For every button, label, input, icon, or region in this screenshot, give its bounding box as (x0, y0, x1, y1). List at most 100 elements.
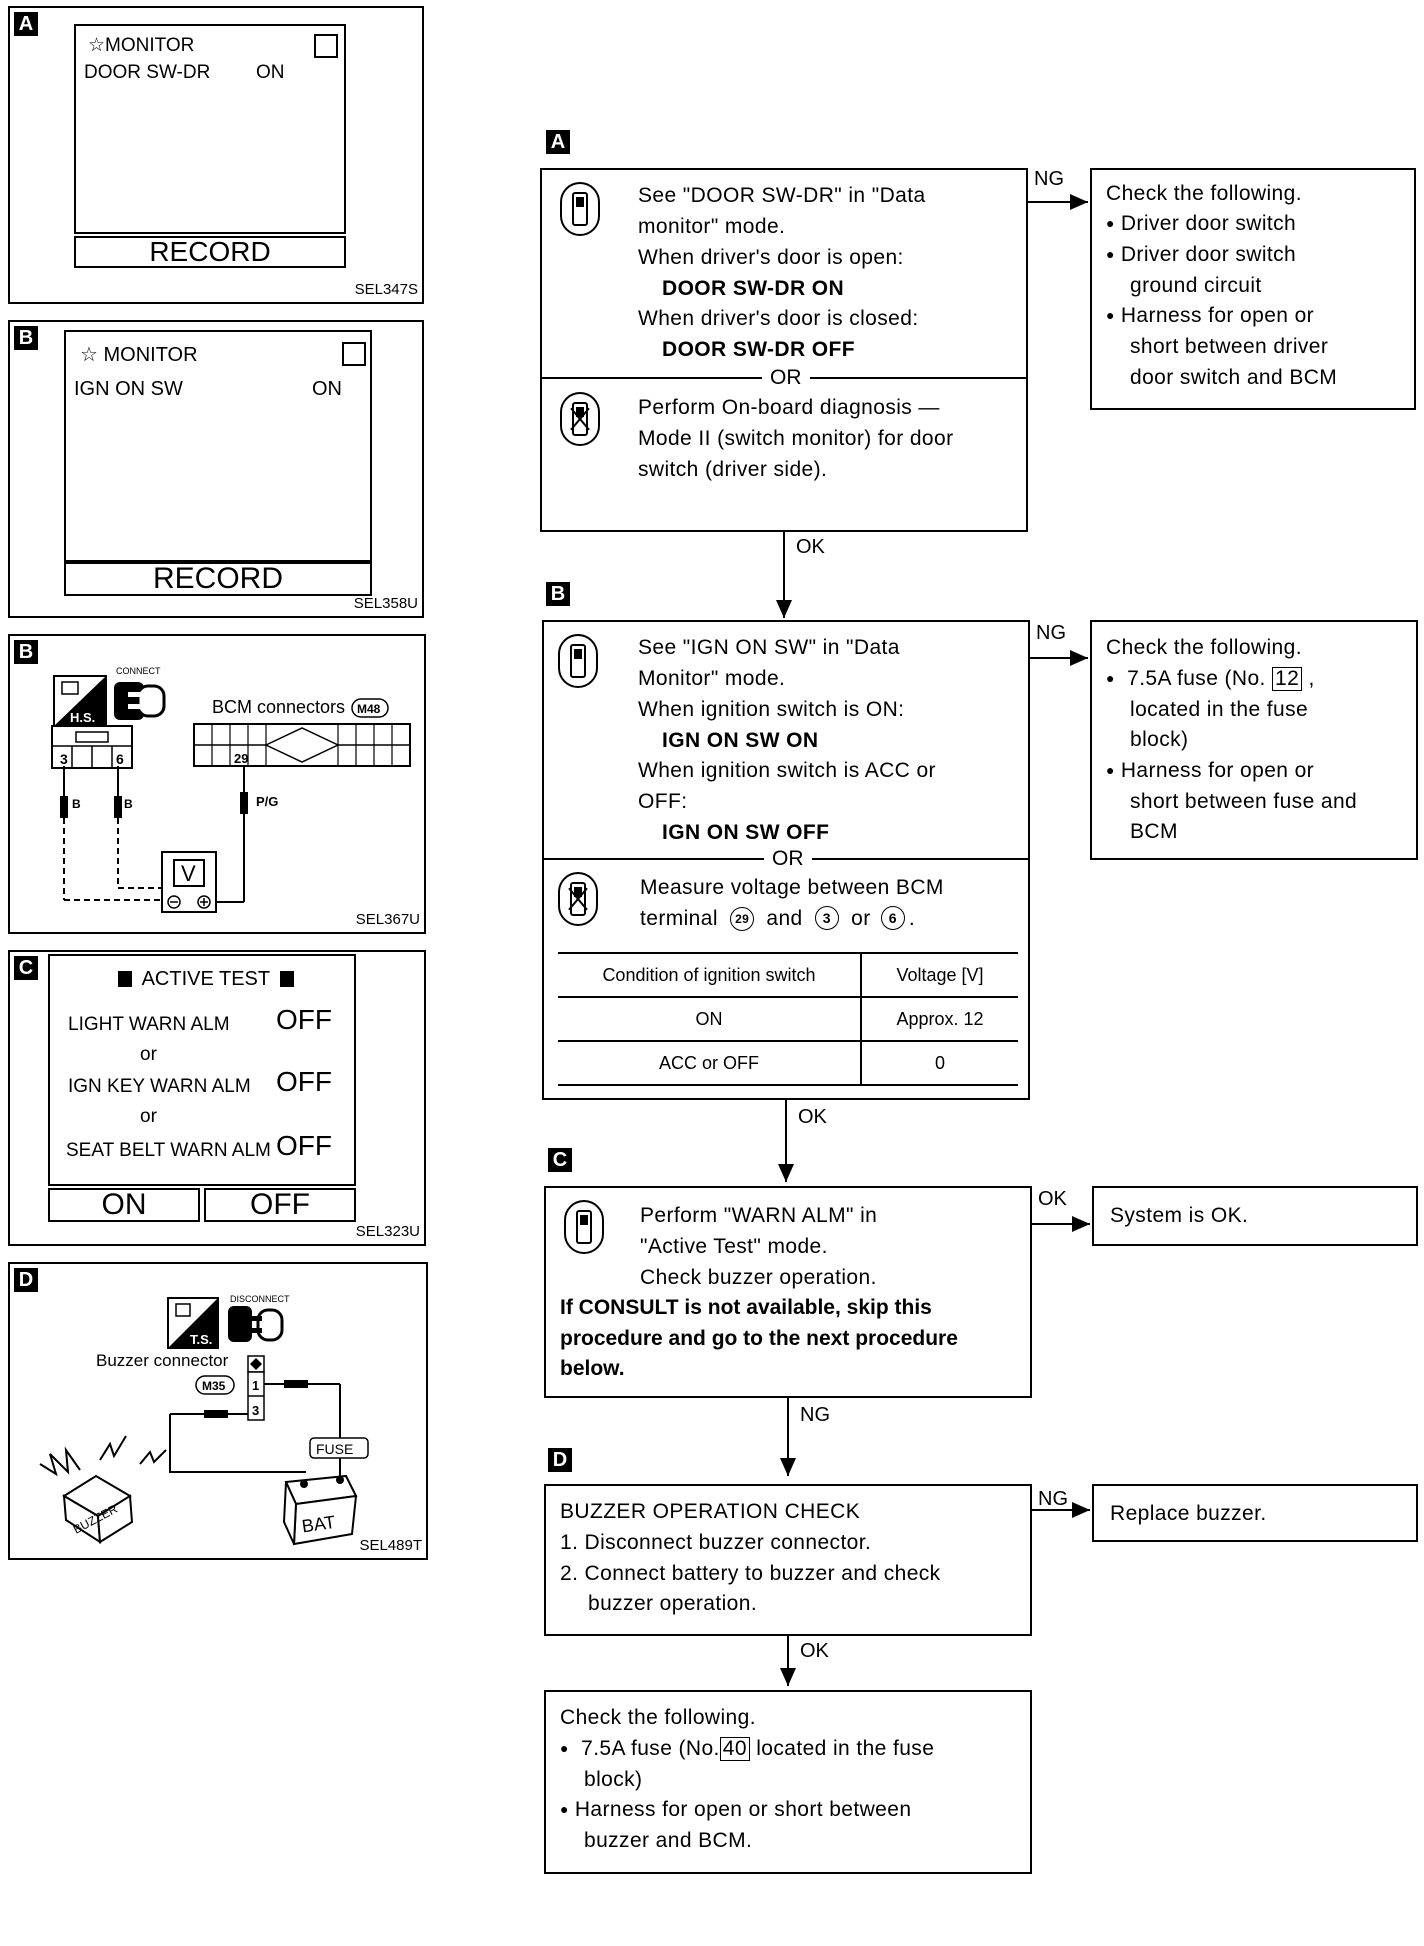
voltage-table: Condition of ignition switch Voltage [V]… (558, 952, 1018, 1086)
ng-line: Harness for open or (1106, 755, 1314, 788)
table-cell: Approx. 12 (861, 997, 1018, 1042)
ts-label: T.S. (190, 1332, 212, 1347)
square-icon (118, 971, 132, 987)
fuse-number-badge: 12 (1272, 667, 1303, 691)
step-d-line: 1. Disconnect buzzer connector. (560, 1531, 872, 1554)
replace-buzzer-box: Replace buzzer. (1092, 1484, 1418, 1542)
step-d-line: buzzer operation. (588, 1592, 758, 1615)
panel-a-tag: A (14, 12, 38, 36)
step-a-alt: switch (driver side). (638, 458, 828, 481)
step-a-box: See "DOOR SW-DR" in "Data monitor" mode.… (540, 168, 1028, 532)
monitor-item-a: DOOR SW-DR (84, 62, 211, 83)
panel-d-code: SEL489T (359, 1537, 422, 1554)
step-a-line: When driver's door is closed: (638, 307, 919, 330)
no-consult-icon (558, 872, 598, 926)
step-a-line: DOOR SW-DR OFF (662, 338, 855, 361)
test-item-label: LIGHT WARN ALM (68, 1014, 230, 1035)
pin-1-label: 1 (252, 1378, 259, 1393)
terminal-29-badge: 29 (730, 907, 755, 931)
ng-line: short between fuse and (1130, 790, 1358, 813)
step-c-bold: procedure and go to the next procedure (560, 1327, 958, 1350)
voltmeter-icon (161, 851, 217, 913)
bcm-conn-code: M48 (357, 702, 381, 716)
ng-line: Driver door switch (1106, 239, 1296, 272)
system-ok-text: System is OK. (1110, 1204, 1249, 1227)
table-header: Condition of ignition switch (558, 953, 862, 998)
panel-c: C ACTIVE TEST LIGHT WARN ALM OFF or IGN … (8, 950, 426, 1246)
ng-label: NG (1038, 1488, 1068, 1510)
ng-label: NG (1034, 168, 1064, 190)
step-a-line: DOOR SW-DR ON (662, 277, 845, 300)
active-test-title: ACTIVE TEST (141, 968, 271, 990)
panel-b1-code: SEL358U (353, 595, 418, 612)
on-button[interactable]: ON (48, 1188, 200, 1222)
terminal-text: terminal (640, 907, 718, 930)
monitor-title-a: ☆MONITOR (88, 35, 195, 56)
wire-b2-label: B (124, 797, 133, 811)
disconnect-label: DISCONNECT (230, 1294, 290, 1304)
step-d-line: BUZZER OPERATION CHECK (560, 1500, 861, 1523)
table-cell: ON (558, 997, 862, 1042)
checkbox-b[interactable] (342, 342, 366, 366)
test-item-value: OFF (276, 1130, 332, 1161)
ng-line: block) (1130, 728, 1189, 751)
monitor-item-b: IGN ON SW (74, 378, 183, 400)
step-c-bold: below. (560, 1357, 625, 1380)
battery-icon (282, 1474, 358, 1546)
panel-d-tag: D (14, 1268, 38, 1292)
checkbox-a[interactable] (314, 34, 338, 58)
record-button-b[interactable]: RECORD (64, 562, 372, 596)
step-b-line: OFF: (638, 790, 688, 813)
ng-label: NG (1036, 622, 1066, 644)
hs-icon (53, 675, 107, 727)
step-b-line: Monitor" mode. (638, 667, 786, 690)
pin-29-label: 29 (234, 751, 248, 766)
off-button[interactable]: OFF (204, 1188, 356, 1222)
step-c-line: Check buzzer operation. (640, 1266, 877, 1289)
step-b-ng-box: Check the following. 7.5A fuse (No. 12 ,… (1090, 620, 1418, 860)
hs-label: H.S. (70, 710, 95, 725)
step-b-alt-terminals: terminal 29 and 3 or 6. (640, 906, 916, 931)
step-a-alt: Mode II (switch monitor) for door (638, 427, 954, 450)
system-ok-box: System is OK. (1092, 1186, 1418, 1246)
step-a-ng-box: Check the following. Driver door switch … (1090, 168, 1416, 410)
ng-line: located in the fuse (1130, 698, 1309, 721)
table-cell: 0 (861, 1041, 1018, 1086)
final-line: Harness for open or short between (560, 1794, 911, 1827)
ok-label: OK (796, 536, 825, 558)
square-icon (279, 971, 294, 987)
ng-line: Check the following. (1106, 636, 1302, 659)
pin-3-label-d: 3 (252, 1403, 259, 1418)
consult-icon (560, 182, 600, 236)
fuse-location-text: located in the fuse (756, 1737, 935, 1760)
ok-label: OK (1038, 1188, 1067, 1210)
and-text: and (766, 907, 803, 930)
step-b-alt: Measure voltage between BCM (640, 876, 944, 899)
flow-tag-d: D (548, 1448, 572, 1472)
connect-label: CONNECT (116, 666, 161, 676)
no-consult-icon (560, 392, 600, 446)
bcm-label: BCM connectors (212, 697, 345, 717)
meter-label: V (181, 861, 196, 886)
step-d-box: BUZZER OPERATION CHECK 1. Disconnect buz… (544, 1484, 1032, 1636)
step-c-line: Perform "WARN ALM" in (640, 1204, 878, 1227)
bat-label: BAT (301, 1512, 337, 1536)
buzzer-connector-label: Buzzer connector (96, 1351, 229, 1370)
record-button-a[interactable]: RECORD (74, 236, 346, 268)
step-a-line: monitor" mode. (638, 215, 786, 238)
consult-icon (564, 1200, 604, 1254)
panel-c-tag: C (14, 956, 38, 980)
active-test-screen: ACTIVE TEST LIGHT WARN ALM OFF or IGN KE… (48, 954, 356, 1186)
step-a-line: See "DOOR SW-DR" in "Data (638, 184, 926, 207)
connect-icon (114, 682, 166, 720)
fuse-text: 7.5A fuse (No. (1127, 667, 1266, 690)
or-text: or (140, 1106, 157, 1127)
step-c-box: Perform "WARN ALM" in "Active Test" mode… (544, 1186, 1032, 1398)
ng-line: ground circuit (1130, 274, 1262, 297)
test-item-label: IGN KEY WARN ALM (68, 1076, 251, 1097)
test-item-value: OFF (276, 1066, 332, 1097)
final-check-box: Check the following. 7.5A fuse (No.40 lo… (544, 1690, 1032, 1874)
buzzer-icon (39, 1435, 167, 1544)
ng-line: Harness for open or (1106, 300, 1314, 333)
or-label: OR (764, 847, 812, 871)
